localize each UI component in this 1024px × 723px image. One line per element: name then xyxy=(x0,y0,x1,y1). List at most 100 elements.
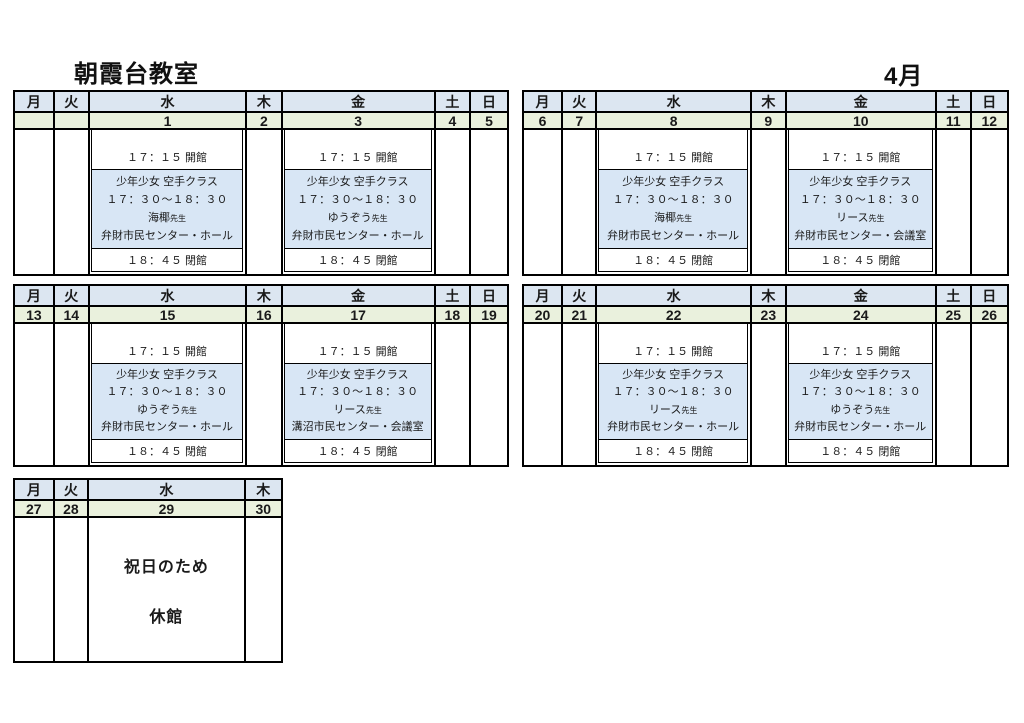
class-info-box: 少年少女 空手クラス １７：３０～１８：３０ リース先生 弁財市民センター・会議… xyxy=(788,170,932,249)
class-name-label: 少年少女 空手クラス xyxy=(622,369,725,382)
teacher-label: ゆうぞう先生 xyxy=(830,403,890,416)
teacher-suffix: 先生 xyxy=(365,405,382,415)
date-cell: 10 xyxy=(786,113,937,130)
weekday-header-cell: 土 xyxy=(936,286,972,307)
weekday-header-cell: 木 xyxy=(751,286,787,307)
teacher-label: ゆうぞう先生 xyxy=(327,211,388,224)
day-cell-wed: １７：１５ 開館 少年少女 空手クラス １７：３０～１８：３０ 海椰先生 弁財市… xyxy=(89,130,248,274)
weekday-header-cell: 月 xyxy=(15,92,55,113)
weekday-header-cell: 木 xyxy=(751,92,787,113)
wednesday-class-schedule: １７：１５ 開館 少年少女 空手クラス １７：３０～１８：３０ ゆうぞう先生 弁… xyxy=(90,324,244,463)
weekday-header-cell: 木 xyxy=(245,480,281,501)
teacher-name: 海椰 xyxy=(147,211,170,224)
class-name-label: 少年少女 空手クラス xyxy=(306,369,409,382)
teacher-name: リース xyxy=(648,403,682,416)
close-time-label: １８：４５ 閉館 xyxy=(633,446,714,458)
date-cell: 8 xyxy=(597,113,752,130)
weekday-header-cell: 金 xyxy=(282,92,436,113)
weekday-header-cell: 火 xyxy=(563,286,598,307)
teacher-name: リース xyxy=(836,211,869,224)
date-cell: 28 xyxy=(54,501,90,518)
weekday-header-cell: 水 xyxy=(89,286,248,307)
day-cell-mon xyxy=(524,130,564,274)
date-cell: 4 xyxy=(435,113,472,130)
day-cell-tue xyxy=(563,324,598,465)
teacher-label: 海椰先生 xyxy=(654,212,693,224)
class-info-box: 少年少女 空手クラス １７：３０～１８：３０ ゆうぞう先生 弁財市民センター・ホ… xyxy=(284,170,431,249)
date-cell: 15 xyxy=(89,307,248,324)
venue-label: 弁財市民センター・ホール xyxy=(291,229,424,242)
open-time-label: １７：１５ 開館 xyxy=(284,324,431,364)
week-block-5: 月 火 水 木 27 28 29 30 祝日のため 休館 xyxy=(13,478,283,663)
date-cell: 25 xyxy=(936,307,972,324)
weekday-header-cell: 土 xyxy=(435,286,472,307)
date-cell: 30 xyxy=(245,501,281,518)
weekday-header-cell: 火 xyxy=(563,92,598,113)
teacher-name: ゆうぞう xyxy=(136,403,181,416)
class-time-label: １７：３０～１８：３０ xyxy=(612,386,734,399)
day-cell-tue xyxy=(54,130,90,274)
open-time-label: １７：１５ 開館 xyxy=(599,130,747,170)
venue-label: 弁財市民センター・ホール xyxy=(607,420,740,433)
close-time-label: １８：４５ 閉館 xyxy=(126,255,208,267)
weekday-header-cell: 日 xyxy=(471,286,507,307)
day-cell-mon xyxy=(15,130,55,274)
teacher-label: リース先生 xyxy=(836,211,884,224)
teacher-label: リース先生 xyxy=(648,403,697,416)
class-name-label: 少年少女 空手クラス xyxy=(116,175,218,188)
class-time-label: １７：３０～１８：３０ xyxy=(612,193,734,206)
day-cell-thu xyxy=(751,324,787,465)
date-cell: 19 xyxy=(471,307,507,324)
day-cell-sat xyxy=(435,324,472,465)
teacher-name: ゆうぞう xyxy=(327,211,372,224)
venue-label: 弁財市民センター・ホール xyxy=(607,229,740,242)
weekday-header-cell: 土 xyxy=(936,92,972,113)
day-cell-thu xyxy=(247,130,283,274)
day-cell-mon xyxy=(15,518,55,661)
weekday-header-cell: 水 xyxy=(89,92,248,113)
weekday-header-cell: 水 xyxy=(597,286,752,307)
day-cell-sun xyxy=(971,324,1007,465)
day-cell-wed: １７：１５ 開館 少年少女 空手クラス １７：３０～１８：３０ リース先生 弁財… xyxy=(597,324,752,465)
date-cell: 26 xyxy=(971,307,1007,324)
date-cell: 7 xyxy=(563,113,598,130)
day-cell-sat xyxy=(435,130,472,274)
day-cell-mon xyxy=(524,324,564,465)
date-cell: 1 xyxy=(89,113,248,130)
weekday-header-cell: 金 xyxy=(282,286,436,307)
week-block-3: 月 火 水 木 金 土 日 13 14 15 16 17 18 19 １７：１５… xyxy=(13,284,509,467)
venue-label: 溝沼市民センター・会議室 xyxy=(291,420,424,433)
teacher-name: リース xyxy=(333,403,366,416)
weekday-header-cell: 土 xyxy=(435,92,472,113)
teacher-name: ゆうぞう xyxy=(830,403,875,416)
week-block-4: 月 火 水 木 金 土 日 20 21 22 23 24 25 26 １７：１５… xyxy=(522,284,1009,467)
close-time-label: １８：４５ 閉館 xyxy=(820,446,901,458)
close-time-label: １８：４５ 閉館 xyxy=(317,446,398,458)
day-cell-sun xyxy=(971,130,1007,274)
class-info-box: 少年少女 空手クラス １７：３０～１８：３０ リース先生 溝沼市民センター・会議… xyxy=(284,364,431,440)
class-time-label: １７：３０～１８：３０ xyxy=(106,193,228,206)
date-cell: 6 xyxy=(524,113,564,130)
open-time-label: １７：１５ 開館 xyxy=(91,324,243,364)
day-cell-wed: １７：１５ 開館 少年少女 空手クラス １７：３０～１８：３０ 海椰先生 弁財市… xyxy=(597,130,752,274)
day-cell-wed: 祝日のため 休館 xyxy=(89,518,246,661)
class-time-label: １７：３０～１８：３０ xyxy=(297,193,419,206)
class-name-label: 少年少女 空手クラス xyxy=(116,369,218,382)
class-name-label: 少年少女 空手クラス xyxy=(306,175,409,188)
weekday-header-cell: 日 xyxy=(971,92,1007,113)
weekday-header-cell: 火 xyxy=(54,286,90,307)
holiday-closure-notice: 祝日のため 休館 xyxy=(89,518,243,661)
class-info-box: 少年少女 空手クラス １７：３０～１８：３０ リース先生 弁財市民センター・ホー… xyxy=(599,364,747,440)
weekday-header-cell: 月 xyxy=(15,480,55,501)
week-block-1: 月 火 水 木 金 土 日 1 2 3 4 5 １７：１５ 開館 少年少女 空手… xyxy=(13,90,509,276)
weekday-header-cell: 日 xyxy=(971,286,1007,307)
class-info-box: 少年少女 空手クラス １７：３０～１８：３０ ゆうぞう先生 弁財市民センター・ホ… xyxy=(91,364,243,440)
class-info-box: 少年少女 空手クラス １７：３０～１８：３０ ゆうぞう先生 弁財市民センター・ホ… xyxy=(788,364,932,440)
friday-class-schedule: １７：１５ 開館 少年少女 空手クラス １７：３０～１８：３０ リース先生 弁財… xyxy=(787,130,933,272)
teacher-suffix: 先生 xyxy=(676,213,693,223)
week-block-2: 月 火 水 木 金 土 日 6 7 8 9 10 11 12 １７：１５ 開館 … xyxy=(522,90,1009,276)
venue-label: 弁財市民センター・ホール xyxy=(794,420,927,433)
weekday-header-cell: 水 xyxy=(89,480,246,501)
date-cell: 2 xyxy=(247,113,283,130)
day-cell-fri: １７：１５ 開館 少年少女 空手クラス １７：３０～１８：３０ ゆうぞう先生 弁… xyxy=(282,130,436,274)
